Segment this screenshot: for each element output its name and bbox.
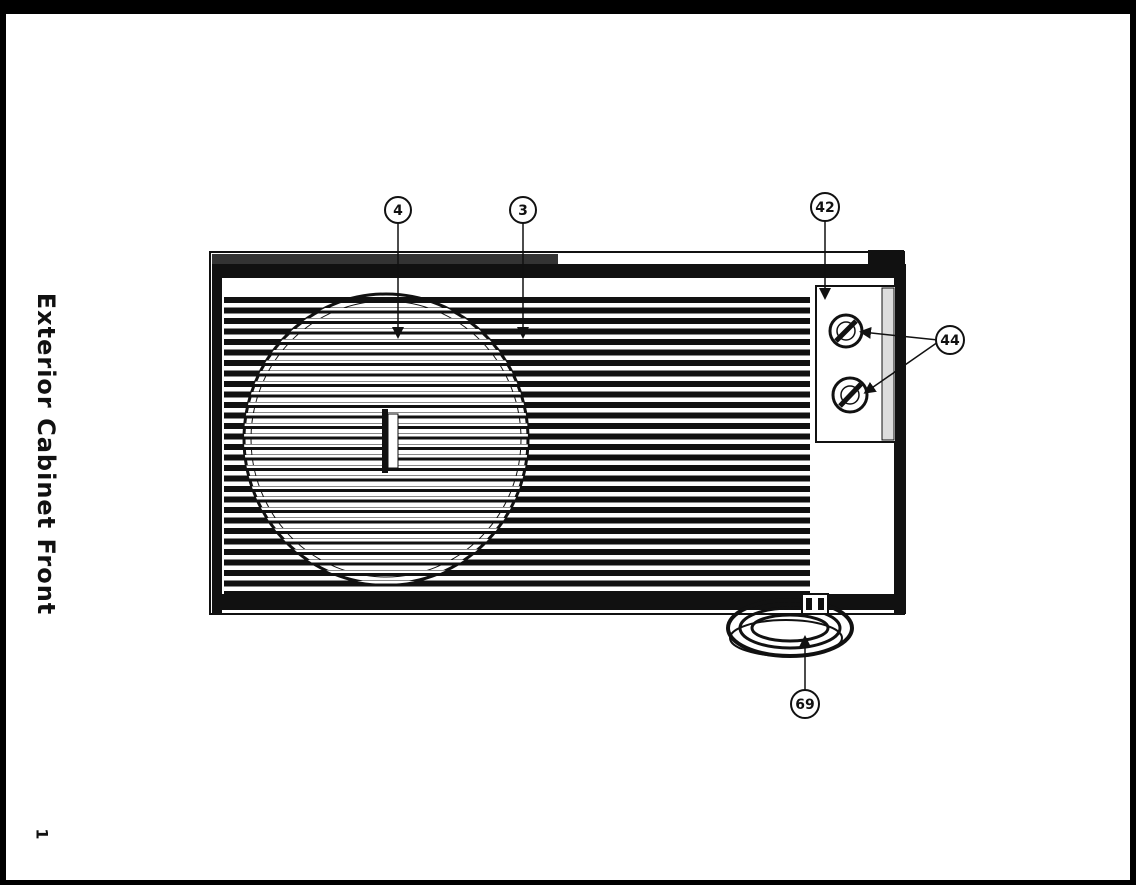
fan-slat-highlight [244,392,528,395]
fan-slat-highlight [244,350,528,353]
louver-slat [224,307,810,314]
fan-slat-highlight [244,402,528,405]
fan-slat-highlight [244,507,528,510]
louver-slat [224,549,810,555]
diagram-page: Exterior Cabinet Front 1 [6,14,1130,880]
louver-slat [224,580,810,587]
louver-slat [224,360,810,366]
fan-slat-highlight [244,339,528,342]
fan-slat-highlight [244,329,528,332]
control-knob-top [828,313,864,349]
callout-leaders [392,221,939,691]
fan-slat-highlight [244,486,528,489]
fan-slat-highlight [244,308,528,311]
callout-3-label: 3 [518,203,528,219]
control-panel [815,285,897,443]
callout-4: 4 [384,196,412,224]
louver-slat [224,559,810,566]
louver-slat [224,318,810,324]
fan-slat-highlight [244,381,528,384]
fan-slat-highlight [244,560,528,563]
louver-slat [224,297,810,303]
callout-44-label: 44 [940,333,960,349]
louver-slat [224,538,810,545]
fan-slat-highlight [244,371,528,374]
louver-slat [224,339,810,345]
fan-slat-highlight [244,476,528,479]
louver-slat [224,528,810,534]
callout-69-label: 69 [795,697,814,713]
louver-slat [224,496,810,503]
control-knob-bottom [831,376,869,414]
callout-44: 44 [935,325,965,355]
cabinet-frame [209,250,906,615]
louver-slat [224,370,810,377]
fan-slat-highlight [244,570,528,573]
louver-slat [224,349,810,356]
fan-slat-highlight [244,539,528,542]
fan-slat-highlight [244,318,528,321]
louver-slat [224,517,810,524]
callout-3: 3 [509,196,537,224]
fan-slat-highlight [244,360,528,363]
callout-42: 42 [810,192,840,222]
fan-slat-highlight [244,528,528,531]
callout-4-label: 4 [393,203,403,219]
fan-slat-highlight [244,581,528,584]
louver-slat [224,591,810,597]
fan-slat-highlight [244,549,528,552]
fan-circle [242,292,530,586]
louver-slat [224,507,810,513]
fan-slat-highlight [244,518,528,521]
callout-42-label: 42 [815,200,834,216]
fan-slat-highlight [244,497,528,500]
power-cord [726,593,854,658]
air-conditioner-front-illustration: 4 3 42 44 69 [209,192,965,719]
louver-slat [224,570,810,576]
callout-69: 69 [790,689,820,719]
